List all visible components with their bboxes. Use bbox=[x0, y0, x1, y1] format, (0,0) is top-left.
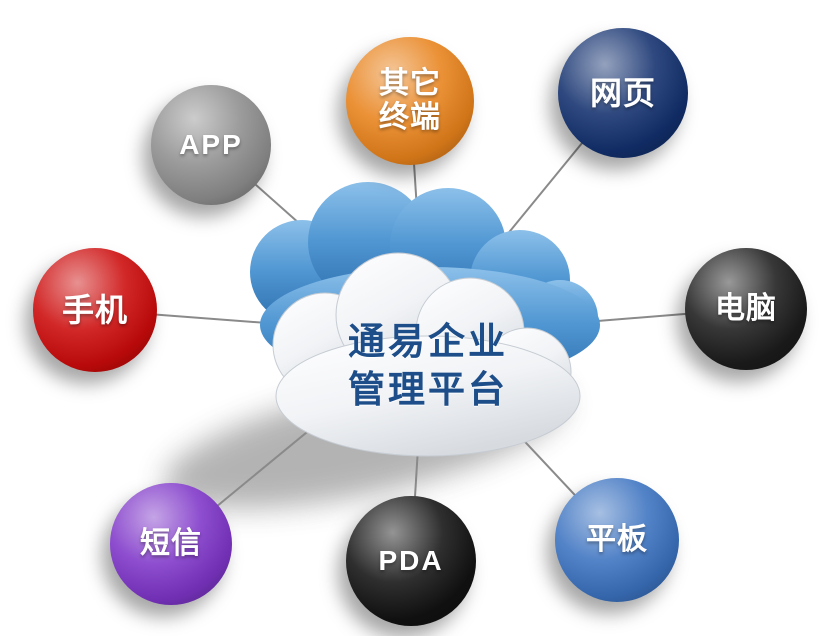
node-label-mobile: 手机 bbox=[61, 291, 128, 328]
node-label-web: 网页 bbox=[589, 74, 656, 111]
node-label-other-terminals: 其它 终端 bbox=[379, 66, 441, 135]
node-label-pda: PDA bbox=[378, 544, 444, 576]
node-label-app: APP bbox=[179, 128, 243, 160]
cloud-front-shape bbox=[272, 252, 581, 457]
node-computer: 电脑 bbox=[685, 248, 807, 370]
node-label-computer: 电脑 bbox=[715, 291, 777, 325]
node-web: 网页 bbox=[558, 28, 688, 158]
node-mobile: 手机 bbox=[33, 248, 157, 372]
node-other-terminals: 其它 终端 bbox=[346, 37, 474, 165]
cloud-title: 通易企业 管理平台 bbox=[348, 321, 508, 411]
node-label-sms: 短信 bbox=[140, 526, 202, 560]
node-sms: 短信 bbox=[110, 483, 232, 605]
node-label-tablet: 平板 bbox=[586, 522, 648, 556]
node-tablet: 平板 bbox=[555, 478, 679, 602]
node-pda: PDA bbox=[346, 496, 476, 626]
node-app: APP bbox=[151, 85, 271, 205]
